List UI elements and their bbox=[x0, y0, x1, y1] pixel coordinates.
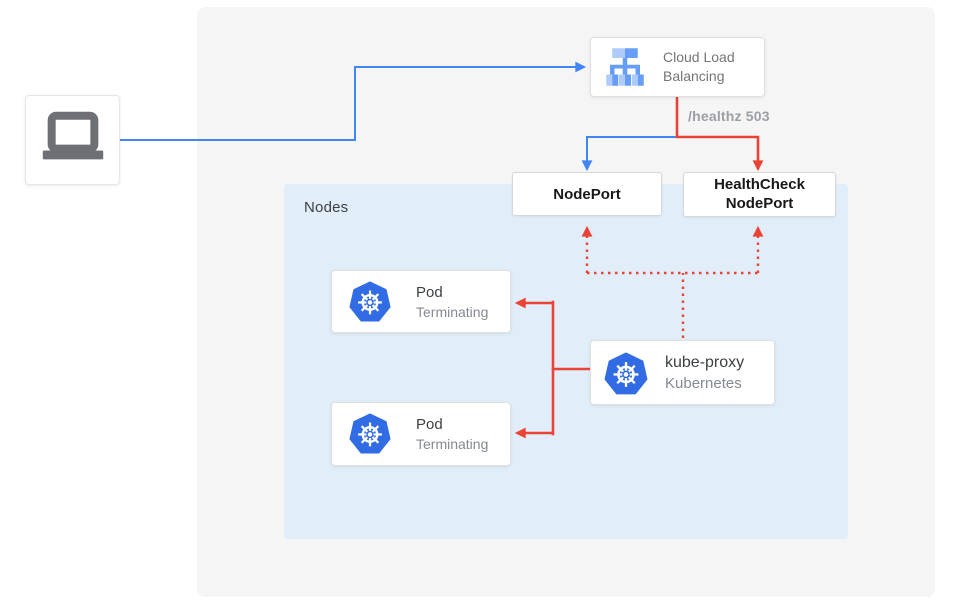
healthcheck-nodeport-label-line1: HealthCheck bbox=[714, 175, 805, 193]
pod2-card: Pod Terminating bbox=[331, 402, 511, 466]
healthz-annotation: /healthz 503 bbox=[688, 108, 770, 124]
cloud-load-balancing-icon bbox=[601, 43, 649, 91]
kube-proxy-card: kube-proxy Kubernetes bbox=[590, 340, 775, 405]
pod2-title: Pod bbox=[416, 416, 443, 433]
kubernetes-icon bbox=[603, 351, 648, 395]
pod2-status: Terminating bbox=[416, 436, 489, 452]
nodeport-label: NodePort bbox=[553, 185, 621, 203]
kube-proxy-title: kube-proxy bbox=[665, 353, 745, 371]
client-card bbox=[25, 95, 120, 185]
healthcheck-nodeport-card: HealthCheck NodePort bbox=[683, 172, 836, 217]
pod1-status: Terminating bbox=[416, 303, 489, 320]
nodeport-card: NodePort bbox=[512, 172, 662, 216]
kube-proxy-subtitle: Kubernetes bbox=[665, 374, 742, 392]
nodes-group-label: Nodes bbox=[304, 199, 349, 216]
cloud-load-balancing-label: Cloud Load Balancing bbox=[663, 49, 735, 84]
kubernetes-icon bbox=[348, 412, 392, 456]
laptop-icon bbox=[41, 111, 105, 170]
cloud-load-balancing-card: Cloud Load Balancing bbox=[590, 37, 765, 97]
kubernetes-icon bbox=[348, 280, 392, 324]
healthcheck-nodeport-label-line2: NodePort bbox=[725, 194, 794, 212]
pod1-title: Pod bbox=[416, 283, 443, 301]
pod1-card: Pod Terminating bbox=[331, 270, 511, 333]
